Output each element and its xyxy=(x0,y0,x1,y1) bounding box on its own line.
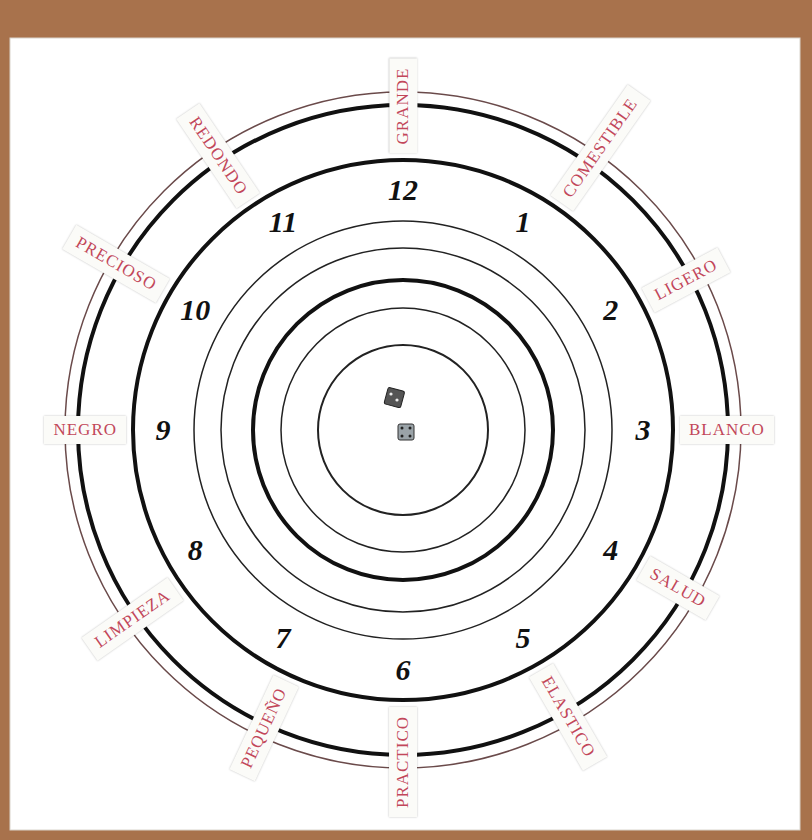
die xyxy=(384,387,405,408)
hour-number: 1 xyxy=(516,207,531,237)
hour-number: 5 xyxy=(516,623,531,653)
word-strip: LIGERO xyxy=(641,247,730,312)
word-strip: PRECIOSO xyxy=(62,225,170,303)
board-sheet xyxy=(10,38,800,830)
word-strip: SALUD xyxy=(636,556,719,620)
inner-ring xyxy=(281,308,525,552)
word-strip: NEGRO xyxy=(44,416,126,444)
die xyxy=(398,424,414,440)
word-strip: COMESTIBLE xyxy=(550,85,650,211)
hour-ring xyxy=(133,160,673,700)
inner-ring xyxy=(221,248,585,612)
hour-number: 2 xyxy=(603,295,618,325)
hour-number: 9 xyxy=(156,415,171,445)
word-strip: ELASTICO xyxy=(529,663,607,771)
hour-number: 6 xyxy=(396,655,411,685)
board-rings xyxy=(65,92,741,768)
hour-number: 11 xyxy=(269,207,297,237)
hour-number: 7 xyxy=(276,623,291,653)
hour-number: 8 xyxy=(188,535,203,565)
hour-number: 12 xyxy=(388,175,418,205)
word-strip: LIMPIEZA xyxy=(82,577,184,660)
inner-ring xyxy=(194,221,612,639)
word-strip: BLANCO xyxy=(680,416,774,444)
word-strip: PEQUEÑO xyxy=(229,675,298,781)
word-strip: REDONDO xyxy=(176,103,260,208)
word-strip: PRACTICO xyxy=(389,707,417,817)
dice xyxy=(384,387,414,440)
word-strip: GRANDE xyxy=(389,58,417,153)
outer-thin-ring xyxy=(65,92,741,768)
outer-thick-ring xyxy=(78,105,728,755)
hour-number: 10 xyxy=(180,295,210,325)
hour-number: 3 xyxy=(636,415,651,445)
hour-number: 4 xyxy=(603,535,618,565)
center-ring xyxy=(318,345,488,515)
inner-thick-ring xyxy=(253,280,553,580)
